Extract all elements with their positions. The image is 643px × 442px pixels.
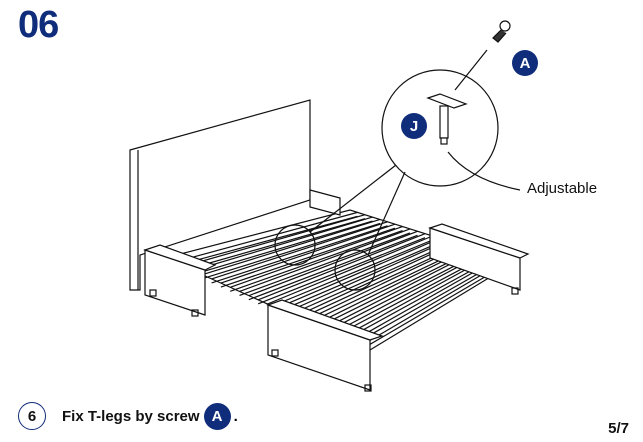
slat bbox=[192, 220, 373, 276]
instruction-end: . bbox=[233, 407, 238, 425]
slat bbox=[313, 251, 471, 330]
slat bbox=[304, 248, 463, 326]
slat bbox=[257, 237, 426, 305]
slat bbox=[211, 221, 388, 280]
slat bbox=[276, 241, 441, 313]
slat bbox=[332, 256, 486, 338]
slat bbox=[248, 234, 418, 301]
slat bbox=[267, 239, 433, 309]
step-number: 06 bbox=[18, 4, 59, 46]
slat bbox=[285, 244, 448, 317]
instruction-row: 6 Fix T-legs by screw A . bbox=[18, 402, 238, 430]
slat bbox=[230, 225, 403, 288]
slats bbox=[174, 211, 508, 351]
slat bbox=[239, 232, 411, 297]
slat bbox=[351, 260, 501, 347]
slat bbox=[276, 237, 441, 309]
instruction-text: Fix T-legs by screw bbox=[62, 407, 200, 425]
slat bbox=[257, 233, 426, 301]
slat bbox=[174, 211, 358, 263]
slat bbox=[295, 242, 456, 318]
slat bbox=[220, 223, 396, 284]
slat bbox=[220, 227, 396, 288]
slat bbox=[323, 253, 478, 334]
slat bbox=[183, 218, 366, 271]
slat bbox=[174, 215, 358, 267]
part-a-badge: A bbox=[512, 50, 538, 76]
adjustable-callout: Adjustable bbox=[527, 180, 598, 197]
slat bbox=[295, 246, 456, 322]
screw-icon bbox=[492, 20, 511, 43]
slat bbox=[202, 218, 381, 276]
slat bbox=[267, 235, 433, 305]
slat bbox=[192, 216, 373, 272]
slat bbox=[183, 214, 366, 267]
slat bbox=[239, 228, 411, 293]
part-a-inline-badge: A bbox=[203, 402, 231, 430]
slat bbox=[285, 240, 448, 313]
slat bbox=[360, 263, 508, 351]
instruction-number: 6 bbox=[18, 402, 46, 430]
page-indicator: 5/7 bbox=[608, 420, 629, 437]
slat bbox=[211, 225, 388, 284]
t-leg-icon bbox=[426, 93, 468, 145]
slat bbox=[341, 258, 493, 342]
headboard bbox=[129, 99, 311, 291]
frame bbox=[143, 189, 530, 392]
slat bbox=[248, 230, 418, 297]
slat bbox=[202, 222, 381, 280]
part-j-badge: J bbox=[401, 113, 427, 139]
